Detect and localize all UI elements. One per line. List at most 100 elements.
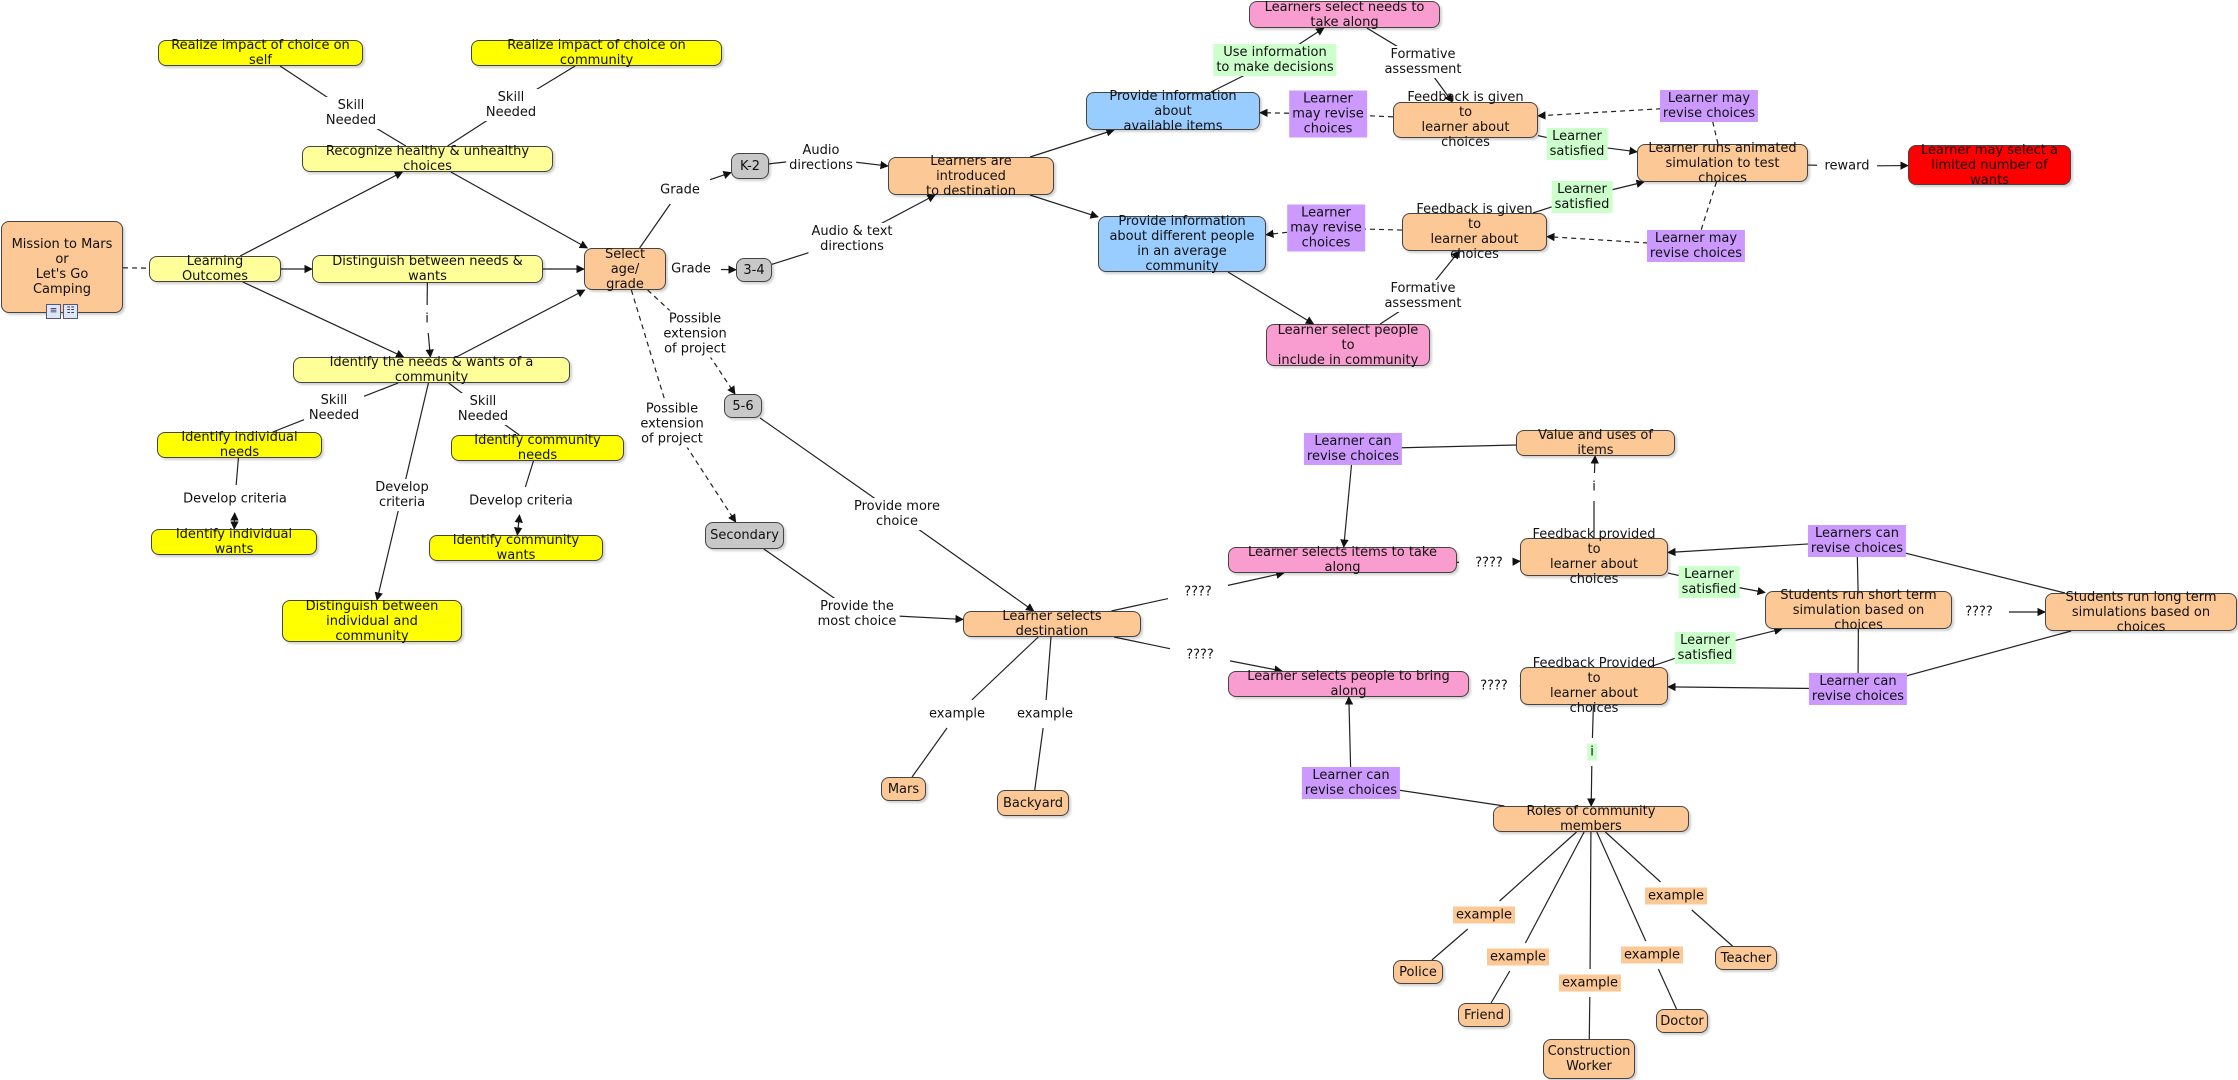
node-distinguish-nw[interactable]: Distinguish between needs & wants [312,254,543,284]
node-feedback-people[interactable]: Feedback Provided to learner about choic… [1520,656,1668,716]
link-label-formative-2: Formative assessment [1381,280,1465,312]
link-label-satisfied-1: Learner satisfied [1546,128,1608,160]
node-com-needs[interactable]: Identify community needs [451,433,624,463]
node-long-sim[interactable]: Students run long term simulations based… [2045,590,2237,635]
link-label-ex-police: example [1453,906,1515,924]
link-label-can-revise-3: Learner can revise choices [1301,767,1401,799]
connector-30 [630,289,669,411]
node-secondary[interactable]: Secondary [705,522,784,549]
connector-77 [1382,444,1517,449]
connector-82 [1734,626,1783,642]
node-feedback-items[interactable]: Feedback provided to learner about choic… [1520,527,1668,587]
node-select-needs[interactable]: Learners select needs to take along [1249,0,1440,30]
node-value-uses[interactable]: Value and uses of items [1516,428,1675,458]
node-friend[interactable]: Friend [1458,1003,1510,1027]
link-label-can-revise-2: Learners can revise choices [1807,525,1907,557]
node-g56[interactable]: 5-6 [724,394,762,418]
connector-102 [1657,968,1678,1010]
connector-4 [242,281,405,358]
node-identify-nw[interactable]: Identify the needs & wants of a communit… [293,355,570,385]
node-short-sim[interactable]: Students run short term simulation based… [1765,588,1952,633]
link-label-q-items2: ???? [1472,554,1506,572]
link-label-can-revise-4: Learner can revise choices [1808,673,1908,705]
node-backyard[interactable]: Backyard [997,790,1069,816]
connector-80 [1738,586,1766,596]
link-label-audio-dir: Audio directions [786,142,856,174]
connector-98 [1490,970,1511,1004]
node-doctor[interactable]: Doctor [1656,1009,1708,1033]
connector-23 [514,514,523,536]
link-label-grade-2: Grade [668,260,714,278]
connector-66 [1034,727,1044,791]
node-selects-items[interactable]: Learner selects items to take along [1228,545,1457,575]
link-label-may-revise-1: Learner may revise choices [1289,90,1367,138]
connector-5 [373,126,407,147]
connector-12 [425,332,434,358]
node-feedback-mid[interactable]: Feedback is given to learner about choic… [1402,202,1547,262]
link-label-q-people2: ???? [1477,677,1511,695]
node-learning-outcomes[interactable]: Learning Outcomes [149,254,281,284]
connector-33 [850,160,889,170]
node-selects-destination[interactable]: Learner selects destination [963,609,1141,639]
connector-97 [1524,831,1585,944]
node-info-people[interactable]: Provide information about different peop… [1098,214,1266,274]
node-com-wants[interactable]: Identify community wants [429,533,603,563]
node-may-select[interactable]: Learner may select a limited number of w… [1908,143,2071,188]
link-label-provide-most: Provide the most choice [814,598,900,630]
node-runs-animated[interactable]: Learner runs animated simulation to test… [1637,141,1808,186]
node-mars[interactable]: Mars [881,777,926,801]
connector-43 [1296,27,1325,47]
connector-48 [1537,135,1548,139]
connector-56 [1433,250,1460,283]
connector-41 [1029,194,1099,219]
node-realize-self[interactable]: Realize impact of choice on self [158,38,363,68]
link-label-may-revise-2: Learner may revise choices [1659,90,1759,122]
node-ind-wants[interactable]: Identify individual wants [151,527,317,557]
node-mission[interactable]: Mission to Mars or Let's Go Camping [1,221,123,313]
node-ind-needs[interactable]: Identify individual needs [157,430,322,460]
connector-36 [759,417,878,501]
node-construction[interactable]: Construction Worker [1543,1039,1635,1079]
node-selects-people[interactable]: Learner selects people to bring along [1228,669,1469,699]
node-select-age[interactable]: Select age/ grade [584,247,666,292]
connector-39 [886,614,964,624]
connector-45 [1432,75,1453,103]
node-recognize[interactable]: Recognize healthy & unhealthy choices [302,144,553,174]
node-realize-community[interactable]: Realize impact of choice on community [471,38,722,68]
node-g34[interactable]: 3-4 [736,258,772,282]
connector-49 [1606,146,1638,156]
node-introduced[interactable]: Learners are introduced to destination [888,154,1054,199]
connector-38 [763,548,838,601]
node-teacher[interactable]: Teacher [1715,946,1777,970]
node-roles[interactable]: Roles of community members [1493,804,1689,834]
connector-100 [1588,996,1591,1040]
connector-83 [1856,554,1859,592]
connector-19 [374,508,400,601]
concept-map-icon[interactable]: ☷ [63,304,78,319]
connector-91 [1591,704,1595,739]
node-info-items[interactable]: Provide information about available item… [1086,89,1260,134]
connector-54 [1227,271,1315,325]
node-distinguish-ic[interactable]: Distinguish between individual and commu… [282,599,462,644]
connector-101 [1596,831,1647,942]
connector-86 [1667,682,1829,692]
node-select-people-include[interactable]: Learner select people to include in comm… [1266,323,1430,368]
node-feedback-top[interactable]: Feedback is given to learner about choic… [1393,90,1538,150]
node-k2[interactable]: K-2 [731,153,769,179]
document-icon[interactable]: ≡ [46,304,61,319]
connector-20 [235,457,240,486]
link-label-develop-criteria-2: Develop criteria [466,492,576,510]
connector-50 [1711,119,1719,145]
connector-95 [1499,831,1577,902]
connector-31 [680,437,737,523]
link-label-satisfied-4: Learner satisfied [1674,632,1736,664]
link-label-develop-criteria-1: Develop criteria [180,490,290,508]
connector-17 [502,422,520,436]
connector-81 [1649,657,1676,668]
connector-96 [1431,928,1469,961]
link-label-skill-needed-4: Skill Needed [454,393,512,425]
link-label-skill-needed-3: Skill Needed [305,392,363,424]
connector-51 [1537,107,1680,120]
node-police[interactable]: Police [1393,960,1443,984]
